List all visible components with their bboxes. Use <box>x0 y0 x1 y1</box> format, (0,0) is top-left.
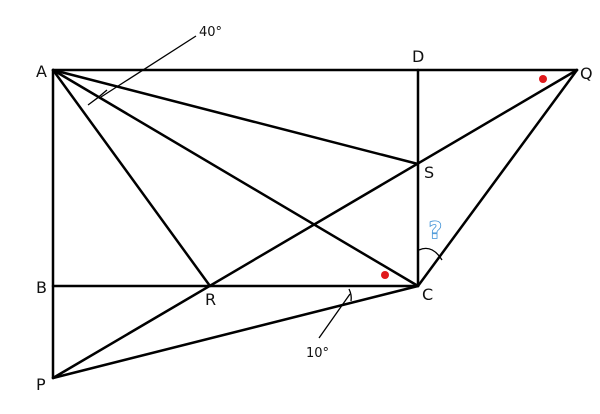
unknown-angle-question-mark: ? <box>429 219 442 244</box>
point-label-S: S <box>424 163 434 182</box>
point-label-D: D <box>412 47 424 66</box>
leader-angle-C <box>318 293 351 339</box>
segment-AR <box>51 68 212 288</box>
angle-label-40: 40° <box>199 25 222 40</box>
equal-angle-marker <box>381 271 389 279</box>
leader-angle-A <box>100 35 197 98</box>
angle-arc-unknown <box>418 247 443 261</box>
point-label-A: A <box>36 62 47 81</box>
point-label-R: R <box>205 290 216 309</box>
segment-CQ <box>416 68 579 288</box>
segment-AC <box>51 68 420 288</box>
segment-PQ <box>51 68 579 380</box>
angle-label-10: 10° <box>306 346 329 361</box>
point-label-Q: Q <box>580 64 593 83</box>
equal-angle-marker <box>539 75 547 83</box>
point-label-B: B <box>36 278 47 297</box>
point-label-C: C <box>422 285 433 304</box>
point-label-P: P <box>36 375 46 394</box>
angle-arc-C <box>348 288 352 302</box>
segment-PC <box>51 284 420 380</box>
angle-arc-A <box>87 89 108 106</box>
segment-AS <box>51 68 420 166</box>
